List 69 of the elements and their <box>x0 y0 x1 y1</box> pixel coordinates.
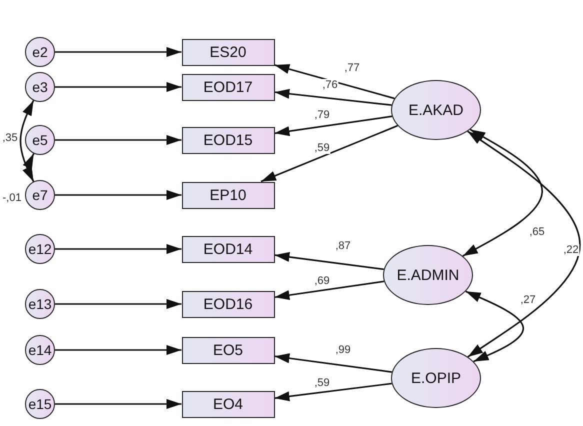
observed-variable-box <box>182 182 274 208</box>
edge-label: ,35 <box>1 132 19 144</box>
variable-label: e3 <box>32 79 48 95</box>
arrow <box>55 399 182 409</box>
edge-label: -,01 <box>2 192 22 204</box>
arrow <box>55 299 182 309</box>
arrow <box>274 280 384 300</box>
variable-label: EOD17 <box>203 78 253 96</box>
edge-label: ,22 <box>562 244 580 256</box>
covariance-arrow <box>467 130 581 358</box>
arrow <box>274 88 392 106</box>
variable-label: e2 <box>32 44 48 60</box>
observed-variable-box <box>182 390 274 418</box>
variable-label: e15 <box>28 396 52 412</box>
observed-variable-box <box>182 126 274 154</box>
variable-label: e13 <box>28 296 52 312</box>
variable-label: EOD14 <box>203 240 253 258</box>
variable-label: EP10 <box>210 186 246 204</box>
edge-label: ,69 <box>313 275 331 287</box>
error-term-circle <box>25 389 55 419</box>
variable-label: E.AKAD <box>408 102 464 118</box>
observed-variable-box <box>182 74 274 100</box>
observed-variable-box <box>182 290 274 318</box>
covariance-arrow <box>22 153 34 182</box>
arrow <box>55 345 182 355</box>
error-term-circle <box>25 180 55 210</box>
edge-label: ,87 <box>334 240 352 252</box>
variable-label: ES20 <box>210 44 246 60</box>
edge-label: ,77 <box>343 62 361 74</box>
observed-variable-box <box>182 236 274 262</box>
variable-label: EOD15 <box>203 132 253 148</box>
variable-label: e12 <box>28 241 52 257</box>
edge-label: ,59 <box>313 142 331 154</box>
arrow <box>274 252 384 270</box>
arrow <box>55 244 182 254</box>
arrow <box>274 116 392 136</box>
edge-label: ,76 <box>321 79 339 91</box>
edge-label: ,59 <box>313 377 331 389</box>
arrow <box>55 190 182 200</box>
error-term-circle <box>25 72 55 102</box>
edge-label: ,79 <box>313 109 331 121</box>
variable-label: e7 <box>32 187 48 203</box>
arrow <box>274 382 392 402</box>
error-term-circle <box>25 234 55 264</box>
variable-label: e5 <box>32 132 48 148</box>
error-term-circle <box>25 37 55 67</box>
arrow <box>55 47 182 57</box>
variable-label: EO5 <box>212 342 243 358</box>
error-term-circle <box>25 335 55 365</box>
variable-label: E.OPIP <box>410 370 462 386</box>
variable-label: EO4 <box>212 396 243 412</box>
edge-label: ,65 <box>528 226 546 238</box>
covariance-arrow <box>465 290 524 362</box>
error-term-circle <box>25 289 55 319</box>
observed-variable-box <box>182 336 274 364</box>
edge-label: ,27 <box>519 294 537 306</box>
covariance-arrow <box>462 128 543 257</box>
variable-label: E.ADMIN <box>396 266 460 284</box>
arrow <box>55 135 182 145</box>
error-term-circle <box>25 125 55 155</box>
arrow <box>55 82 182 92</box>
latent-variable-ellipse <box>391 80 481 140</box>
variable-label: e14 <box>28 342 52 358</box>
arrow <box>274 64 395 100</box>
observed-variable-box <box>182 38 274 66</box>
variable-label: EOD16 <box>203 296 253 312</box>
arrow <box>260 124 398 182</box>
edge-label: ,99 <box>334 344 352 356</box>
arrow <box>274 353 392 373</box>
